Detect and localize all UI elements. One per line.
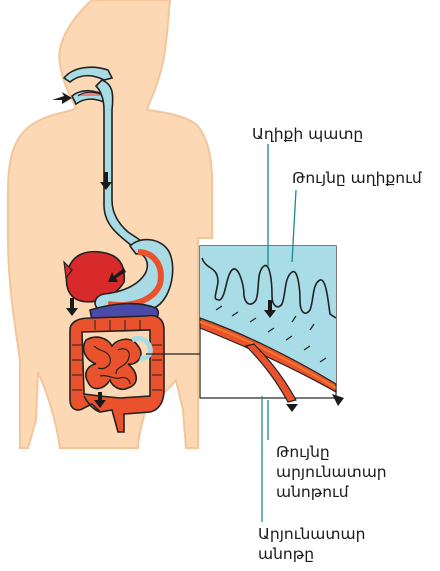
label-poison-in-vessel-line-1: Թույնը [276, 442, 387, 462]
arrow-icon-branch-end [286, 404, 298, 412]
label-poison-in-vessel-line-2: արյունատար [276, 462, 387, 482]
arrow-icon-vessel-end [332, 394, 344, 406]
label-poison-in-vessel-line-3: անոթում [276, 482, 387, 502]
label-intestine-wall: Աղիքի պատը [252, 124, 363, 144]
label-blood-vessel: Արյունատար անոթը [258, 524, 365, 564]
label-poison-in-intestine: Թույնը աղիքում [292, 168, 422, 188]
inset [200, 246, 344, 412]
label-blood-vessel-line-2: անոթը [258, 544, 365, 564]
label-blood-vessel-line-1: Արյունատար [258, 524, 365, 544]
label-poison-in-vessel: Թույնը արյունատար անոթում [276, 442, 387, 502]
